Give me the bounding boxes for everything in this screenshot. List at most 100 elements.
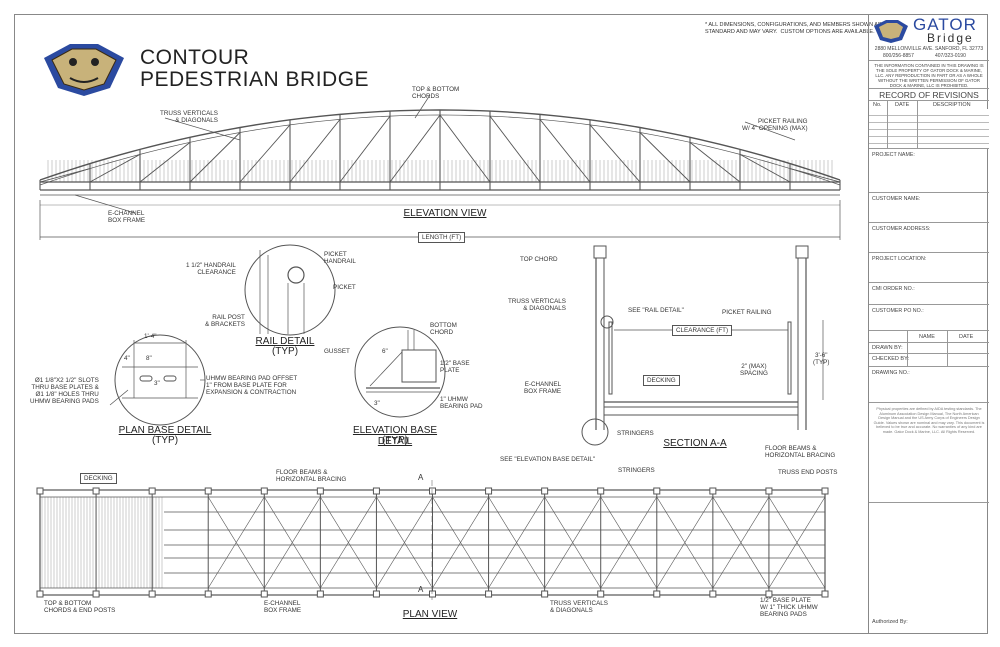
truss-post [653,590,661,598]
general-note: * ALL DIMENSIONS, CONFIGURATIONS, AND ME… [705,22,886,35]
truss-post [92,590,100,598]
slot-icon [163,375,177,382]
truss-post [485,487,493,495]
truss-post [260,487,268,495]
truss-diagonal [189,132,241,183]
label-slots: Ø1 1/8"x2 1/2" SLOTS THRU BASE PLATES & … [30,377,99,405]
sec-stringers: STRINGERS [617,430,654,437]
leader [109,389,129,406]
label-e-channel: E-CHANNEL BOX FRAME [108,210,146,224]
authorized-by: Authorized By: [872,619,908,625]
truss-diagonal [739,153,791,183]
title-line-2: PEDESTRIAN BRIDGE [140,68,370,91]
bracing [656,496,714,589]
fine-print: Physical properties are defined by AIDA … [873,407,985,434]
rail-detail-typ: (TYP) [271,346,299,357]
sec-rail-ref: SEE "RAIL DETAIL" [628,307,684,314]
label-uhmw-offset: UHMW BEARING PAD OFFSET 1" FROM BASE PLA… [206,375,298,396]
bracing [264,496,321,589]
sec-height: 3'-6" (TYP) [813,352,830,366]
gusset [369,351,403,387]
sec-top-chord: TOP CHORD [520,256,558,263]
label-picket-railing: PICKET RAILING W/ 4" OPENING (MAX) [742,118,808,132]
plan-chords: TOP & BOTTOM CHORDS & END POSTS [44,600,116,614]
truss-diagonal [139,141,191,183]
sec-e-channel: E-CHANNEL BOX FRAME [524,381,562,395]
sheet-border [14,14,988,634]
title-block-logo-icon [874,20,908,43]
bracing [712,496,770,589]
dim-1-4: 1'-4" [144,333,157,340]
sec-decking: DECKING [643,375,680,386]
truss-diagonal [539,119,591,183]
truss-diagonal [489,115,541,183]
plan-end-posts: TRUSS END POSTS [778,469,838,476]
label-picket-handrail: PICKET HANDRAIL [324,251,356,265]
label-base-plate: 1/2" BASE PLATE [440,360,470,374]
truss-post [92,487,100,495]
truss-post [597,487,605,495]
sec-spacing: 2" (MAX) SPACING [740,363,768,377]
label-rail-post: RAIL POST & BRACKETS [205,314,245,328]
plan-view-title: PLAN VIEW [402,609,458,620]
truss-post [541,487,549,495]
leader [74,194,136,214]
truss-diagonal [39,168,91,183]
phone-2: 407/323-0190 [935,53,966,59]
sec-floor-beams: FLOOR BEAMS & HORIZONTAL BRACING [765,445,836,459]
truss-post [372,487,380,495]
rail-detail-title: RAIL DETAIL [255,336,315,347]
plan-stringers: STRINGERS [618,467,655,474]
revisions-title: RECORD OF REVISIONS [879,90,979,100]
truss-diagonal [89,153,141,183]
plan-base-typ: (TYP) [151,435,179,446]
truss-post [765,590,773,598]
rev-col-no: No. [873,102,882,108]
label-gusset: GUSSET [324,348,350,355]
sign-col-name: NAME [919,334,935,340]
truss-post [204,590,212,598]
leader [414,94,431,119]
sec-clearance: CLEARANCE (FT) [672,325,733,336]
bottom-chord-box [401,349,437,383]
disclaimer: THE INFORMATION CONTAINED IN THIS DRAWIN… [874,63,984,88]
truss-post [148,487,156,495]
section-cut-bottom: A [418,585,424,594]
truss-post [709,590,717,598]
truss-post [485,590,493,598]
sign-col-date: DATE [959,334,974,340]
truss-post [765,487,773,495]
bracing [207,496,265,589]
drawing-no: DRAWING NO.: [872,370,910,376]
truss-post [429,487,436,495]
revisions-table: No. DATE DESCRIPTION [869,100,989,149]
base-detail-ref-circle [581,418,609,446]
rail-detail-ref-circle [600,315,614,329]
sec-picket-railing: PICKET RAILING [722,309,772,316]
title-block: GATOR Bridge 2880 MELLONVILLE AVE. SANFO… [868,14,989,634]
title-line-1: CONTOUR [140,46,250,69]
truss-post [372,590,380,598]
field-customer-po: CUSTOMER PO NO.: [872,308,924,314]
rail-right [787,321,792,395]
plan-e-channel: E-CHANNEL BOX FRAME [264,600,302,614]
label-uhmw-pad: 1" UHMW BEARING PAD [440,396,483,410]
truss-post [316,487,324,495]
dim-3-elev: 3" [374,400,380,407]
leader [164,117,241,141]
truss-post [709,487,717,495]
plan-base-circle [114,334,206,426]
rail-detail-circle [244,244,336,336]
checked-by: CHECKED BY: [872,356,909,362]
plan-base-plate: 1/2" BASE PLATE W/ 1" THICK UHMW BEARING… [760,597,818,618]
truss-post [429,590,436,598]
bracing [376,496,433,589]
plan-truss: TRUSS VERTICALS & DIAGONALS [550,600,608,614]
truss-post [821,487,829,495]
field-project-location: PROJECT LOCATION: [872,256,927,262]
truss-diagonal [289,119,341,183]
elevation-view-title: ELEVATION VIEW [403,208,487,219]
truss-diagonal [439,114,491,183]
dim-3: 3" [154,380,160,387]
